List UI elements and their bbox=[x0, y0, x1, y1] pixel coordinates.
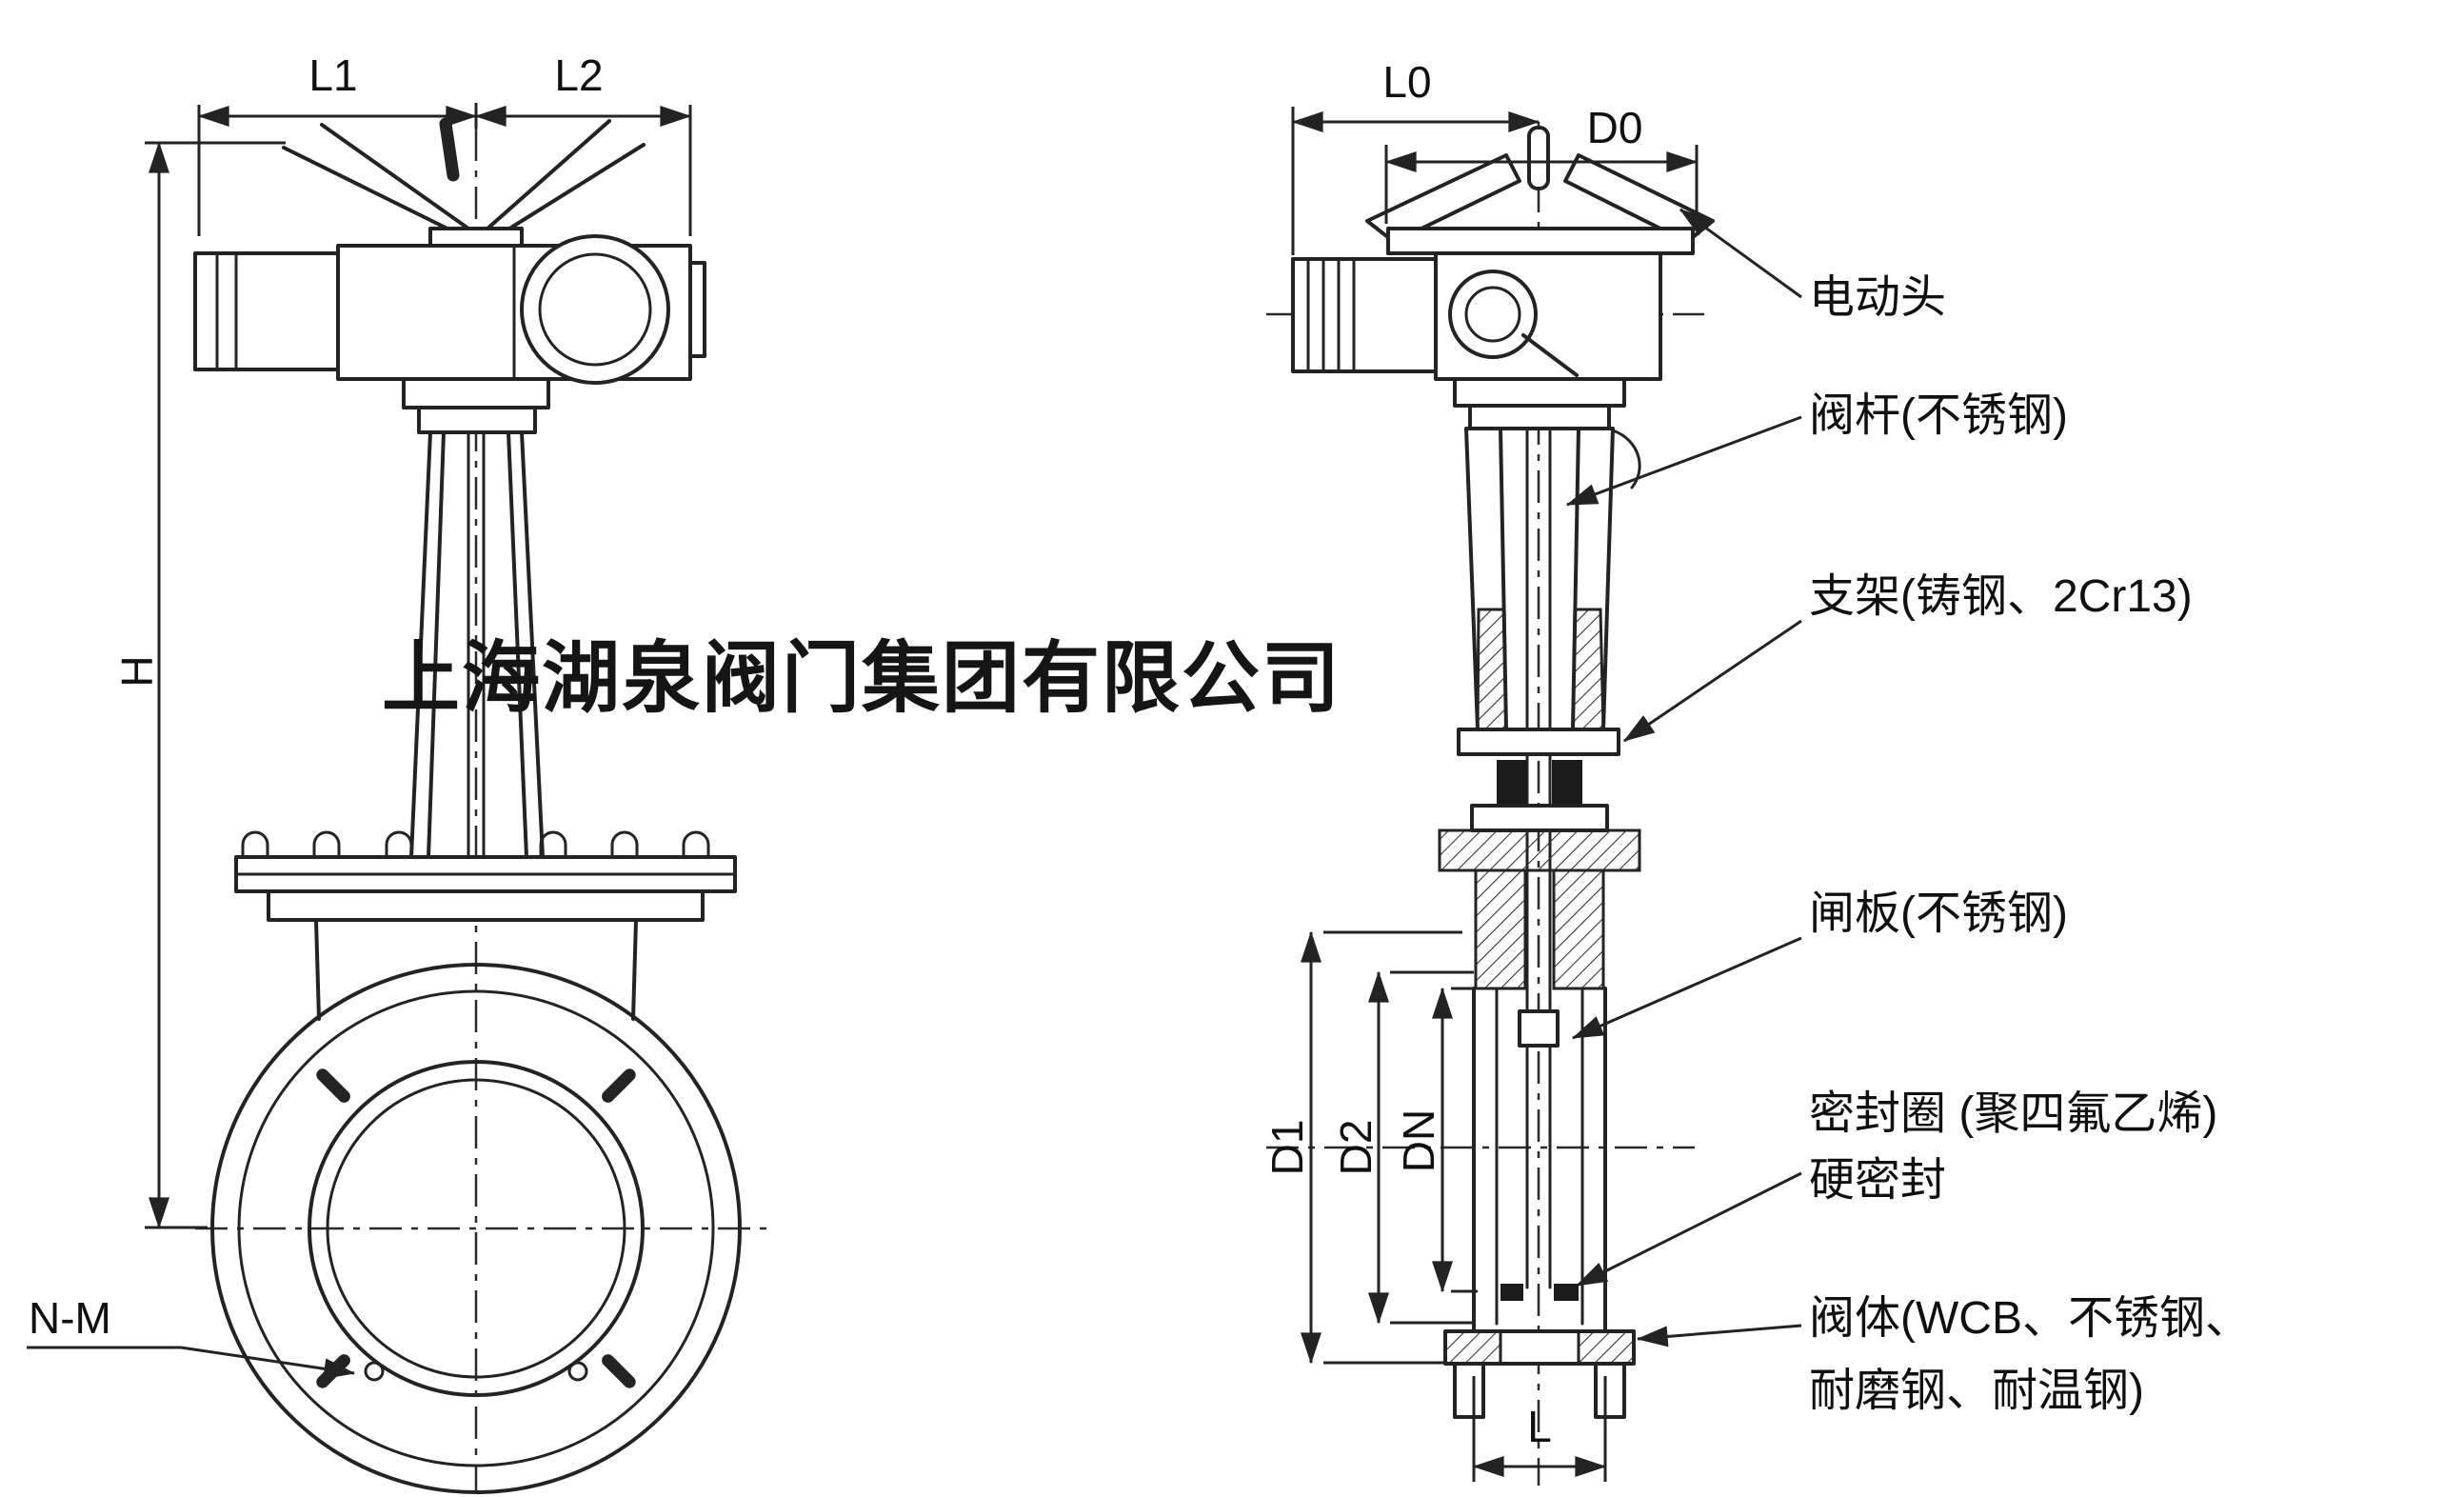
dim-label-dn: DN bbox=[1394, 1109, 1443, 1172]
leader-line bbox=[1622, 619, 1802, 743]
side-dim-dn: DN bbox=[1394, 987, 1478, 1293]
leader-line bbox=[1575, 1171, 1802, 1287]
watermark: 上海湖泉阀门集团有限公司 bbox=[382, 632, 1341, 724]
callout-label: 密封圈 (聚四氟乙烯) bbox=[1809, 1088, 2217, 1139]
side-dim-d2: D2 bbox=[1331, 970, 1474, 1325]
front-bonnet-flange bbox=[234, 830, 737, 922]
front-stem bbox=[467, 430, 486, 857]
side-body-upper-section bbox=[1438, 828, 1641, 990]
callout-valve-stem: 阀杆(不锈钢) bbox=[1565, 390, 2068, 507]
packing-seal bbox=[1497, 760, 1527, 806]
callout-label: 闸板(不锈钢) bbox=[1809, 888, 2068, 939]
side-bottom-flange bbox=[1443, 1329, 1636, 1419]
handwheel-pin bbox=[1527, 126, 1550, 190]
front-electric-actuator bbox=[193, 234, 706, 434]
bolt-hole bbox=[364, 1361, 385, 1382]
seat-ring bbox=[1554, 1284, 1579, 1301]
front-dim-nm: N-M bbox=[27, 1293, 356, 1380]
callout-label: 支架(铸钢、2Cr13) bbox=[1809, 571, 2193, 622]
leader-line bbox=[180, 1346, 356, 1380]
leader-line bbox=[1571, 936, 1802, 1040]
front-dim-l1-l2: L1 L2 bbox=[197, 50, 692, 236]
leader-line bbox=[1679, 208, 1802, 299]
actuator-lever bbox=[1521, 333, 1579, 377]
front-view-drawing: L1 L2 H N-M bbox=[27, 50, 771, 1494]
callout-gate-plate: 闸板(不锈钢) bbox=[1571, 888, 2068, 1040]
callout-label: 阀体(WCB、不锈钢、 bbox=[1809, 1293, 2251, 1344]
gate-connector bbox=[1518, 1009, 1560, 1048]
callout-label: 硬密封 bbox=[1809, 1155, 1946, 1206]
leader-line bbox=[1565, 415, 1802, 507]
callout-seal-ring: 密封圈 (聚四氟乙烯) 硬密封 bbox=[1575, 1088, 2217, 1287]
dim-label-l: L bbox=[1527, 1402, 1552, 1451]
side-dim-d1: D1 bbox=[1262, 930, 1462, 1365]
leader-line bbox=[1636, 1324, 1802, 1347]
dim-label-d2: D2 bbox=[1331, 1120, 1381, 1176]
bolt-hole bbox=[567, 1361, 588, 1382]
seat-ring bbox=[1500, 1284, 1523, 1301]
side-electric-actuator bbox=[1291, 251, 1662, 430]
callout-label: 阀杆(不锈钢) bbox=[1809, 390, 2068, 441]
side-dim-l0: L0 bbox=[1291, 57, 1540, 255]
side-bracket bbox=[1464, 427, 1641, 731]
callout-label: 电动头 bbox=[1809, 272, 1946, 323]
front-handwheel bbox=[282, 117, 646, 248]
dim-label-d0: D0 bbox=[1587, 103, 1643, 152]
handwheel-knob bbox=[439, 117, 460, 182]
side-dim-d0: D0 bbox=[1384, 103, 1699, 224]
side-view-drawing: L0 D0 D1 D2 DN L bbox=[1262, 57, 1715, 1486]
front-motor bbox=[193, 251, 340, 371]
side-motor bbox=[1291, 257, 1438, 373]
side-packing-gland bbox=[1457, 728, 1620, 832]
side-dim-l: L bbox=[1472, 1376, 1607, 1482]
front-yoke bbox=[409, 430, 545, 859]
dim-label-l2: L2 bbox=[554, 50, 603, 100]
side-handwheel bbox=[1365, 126, 1715, 255]
dim-label-d1: D1 bbox=[1262, 1120, 1312, 1176]
callout-electric-head: 电动头 bbox=[1679, 208, 1946, 323]
front-valve-body bbox=[210, 918, 742, 1494]
callout-valve-body: 阀体(WCB、不锈钢、 耐磨钢、耐温钢) bbox=[1636, 1293, 2251, 1416]
front-dim-h: H bbox=[112, 141, 286, 1229]
callout-label: 耐磨钢、耐温钢) bbox=[1809, 1366, 2144, 1416]
packing-seal bbox=[1552, 760, 1582, 806]
dim-label-nm: N-M bbox=[29, 1293, 111, 1343]
callouts: 电动头 阀杆(不锈钢) 支架(铸钢、2Cr13) 闸板(不锈钢) 密封圈 (聚四… bbox=[1565, 208, 2251, 1416]
dim-label-h: H bbox=[112, 655, 162, 687]
callout-bracket: 支架(铸钢、2Cr13) bbox=[1622, 571, 2193, 743]
dim-label-l0: L0 bbox=[1382, 57, 1431, 107]
dim-label-l1: L1 bbox=[308, 50, 357, 100]
front-wheel-circle bbox=[520, 234, 670, 385]
